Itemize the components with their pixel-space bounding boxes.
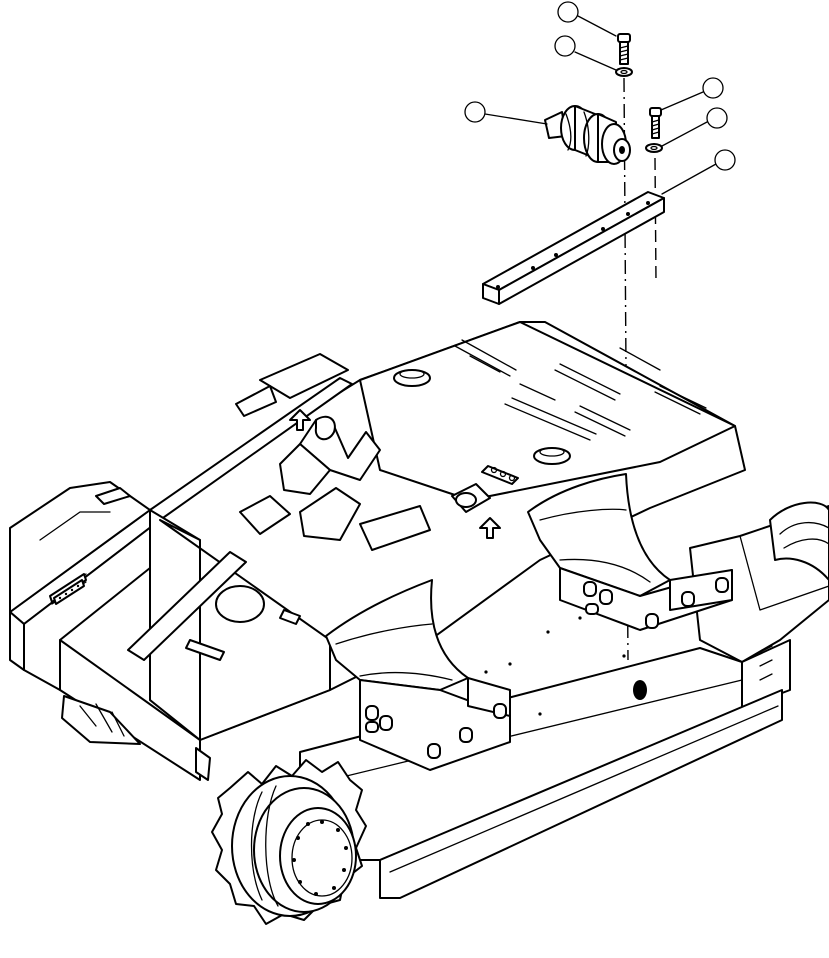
undercarriage-frame	[9, 321, 829, 899]
callout-3	[464, 101, 548, 125]
callout-1	[557, 1, 617, 37]
bolt-top	[617, 33, 631, 65]
arrow-up-center-icon	[479, 517, 501, 539]
feet-left	[61, 695, 211, 781]
washer-top	[615, 67, 633, 77]
hub-bolts	[292, 820, 348, 896]
frame-extension-left	[9, 481, 151, 613]
callout-4	[660, 77, 724, 111]
callout-2	[554, 35, 617, 71]
exploded-parts	[482, 33, 665, 661]
center-gussets	[239, 415, 491, 551]
centerline-bolt-right	[654, 157, 657, 283]
sprocket-drive	[211, 759, 367, 925]
callout-6	[661, 149, 736, 195]
side-rail-lower	[299, 604, 783, 899]
bolt-heads-right-pad	[583, 577, 729, 629]
front-frame-left	[9, 509, 331, 781]
label-plates	[53, 579, 85, 605]
callout-5	[661, 107, 728, 147]
arrow-up-left-icon	[289, 409, 311, 431]
washer-right	[645, 143, 663, 153]
support-pad-right	[527, 473, 733, 631]
callouts	[464, 1, 736, 195]
bolt-right	[649, 107, 662, 139]
support-pad-left	[325, 579, 511, 771]
bolt-heads-left-pad	[365, 703, 507, 759]
arrow-marks	[289, 409, 501, 539]
carrier-roller	[544, 105, 631, 165]
mounting-bar	[482, 191, 665, 305]
